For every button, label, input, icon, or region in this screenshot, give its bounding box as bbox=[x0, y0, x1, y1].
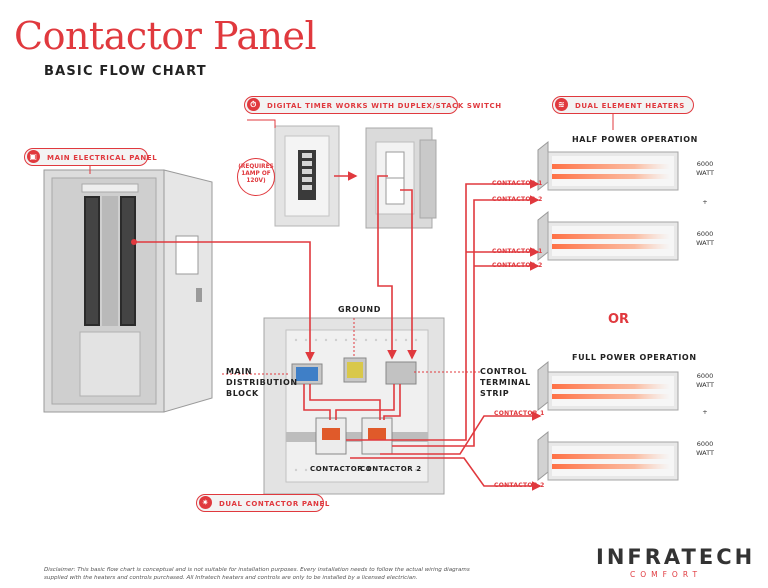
callout-main-panel-label: MAIN ELECTRICAL PANEL bbox=[47, 154, 158, 162]
main-distribution-block-part bbox=[296, 367, 318, 381]
digital-timer bbox=[274, 125, 340, 227]
full-b-wattage: 6000 WATT bbox=[690, 440, 720, 458]
full-a-watt-unit: WATT bbox=[696, 381, 714, 389]
or-divider: OR bbox=[608, 312, 630, 327]
page-title: Contactor Panel bbox=[14, 14, 317, 58]
page-subtitle: BASIC FLOW CHART bbox=[44, 64, 207, 79]
callout-timer: ⏱ DIGITAL TIMER WORKS WITH DUPLEX/STACK … bbox=[244, 96, 501, 114]
half-b-contactor-2: CONTACTOR 2 bbox=[492, 262, 543, 269]
brand-logo: INFRATECH bbox=[596, 545, 756, 569]
full-b-watt-unit: WATT bbox=[696, 449, 714, 457]
half-a-wattage: 6000 WATT bbox=[690, 160, 720, 178]
wiring bbox=[89, 110, 614, 501]
control-terminal-strip-part bbox=[385, 361, 417, 385]
full-b-contactor-2: CONTACTOR 2 bbox=[494, 482, 545, 489]
duplex-switch bbox=[365, 127, 437, 229]
timer-requirement-note: (REQUIRES 1AMP OF 120V) bbox=[237, 158, 275, 196]
breaker-column-left bbox=[84, 196, 100, 326]
half-a-watt-unit: WATT bbox=[696, 169, 714, 177]
panel-door bbox=[163, 169, 213, 413]
half-plus: + bbox=[702, 198, 708, 206]
heater-full-a bbox=[537, 360, 679, 412]
half-b-watt-unit: WATT bbox=[696, 239, 714, 247]
brand-tagline: COMFORT bbox=[630, 570, 703, 579]
callout-contactor-panel: ✷ DUAL CONTACTOR PANEL bbox=[196, 494, 329, 512]
callout-main-panel: ▣ MAIN ELECTRICAL PANEL bbox=[24, 148, 157, 166]
full-a-wattage: 6000 WATT bbox=[690, 372, 720, 390]
half-b-watt-value: 6000 bbox=[696, 230, 714, 238]
full-a-watt-value: 6000 bbox=[696, 372, 714, 380]
heater-full-b bbox=[537, 430, 679, 482]
label-ground: GROUND bbox=[338, 305, 381, 314]
stopwatch-icon: ⏱ bbox=[247, 98, 260, 111]
half-b-contactor-1: CONTACTOR 1 bbox=[492, 248, 543, 255]
full-b-watt-value: 6000 bbox=[696, 440, 714, 448]
full-power-heading: FULL POWER OPERATION bbox=[572, 353, 697, 362]
half-a-contactor-2: CONTACTOR 2 bbox=[492, 196, 543, 203]
callout-heaters-label: DUAL ELEMENT HEATERS bbox=[575, 102, 685, 110]
full-plus: + bbox=[702, 408, 708, 416]
callout-heaters: ≋ DUAL ELEMENT HEATERS bbox=[552, 96, 694, 114]
half-b-wattage: 6000 WATT bbox=[690, 230, 720, 248]
label-control-terminal-strip: CONTROL TERMINAL STRIP bbox=[480, 367, 531, 398]
half-a-contactor-1: CONTACTOR 1 bbox=[492, 180, 543, 187]
callout-contactor-panel-label: DUAL CONTACTOR PANEL bbox=[219, 500, 330, 508]
full-a-contactor-1: CONTACTOR 1 bbox=[494, 410, 545, 417]
label-main-distribution-block: MAIN DISTRIBUTION BLOCK bbox=[226, 367, 298, 398]
power-panel-icon: ▣ bbox=[27, 150, 40, 163]
heater-half-a bbox=[537, 140, 679, 192]
label-contactor-1: CONTACTOR 1 bbox=[310, 465, 372, 473]
heater-half-b bbox=[537, 210, 679, 262]
heater-icon: ≋ bbox=[555, 98, 568, 111]
half-a-watt-value: 6000 bbox=[696, 160, 714, 168]
half-power-heading: HALF POWER OPERATION bbox=[572, 135, 698, 144]
label-contactor-2: CONTACTOR 2 bbox=[360, 465, 422, 473]
breaker-column-right bbox=[120, 196, 136, 326]
main-electrical-panel bbox=[43, 169, 213, 413]
ground-block-part bbox=[347, 362, 363, 378]
callout-timer-label: DIGITAL TIMER WORKS WITH DUPLEX/STACK SW… bbox=[267, 102, 502, 110]
disclaimer-text: Disclaimer: This basic flow chart is con… bbox=[44, 567, 470, 581]
gear-icon: ✷ bbox=[199, 496, 212, 509]
